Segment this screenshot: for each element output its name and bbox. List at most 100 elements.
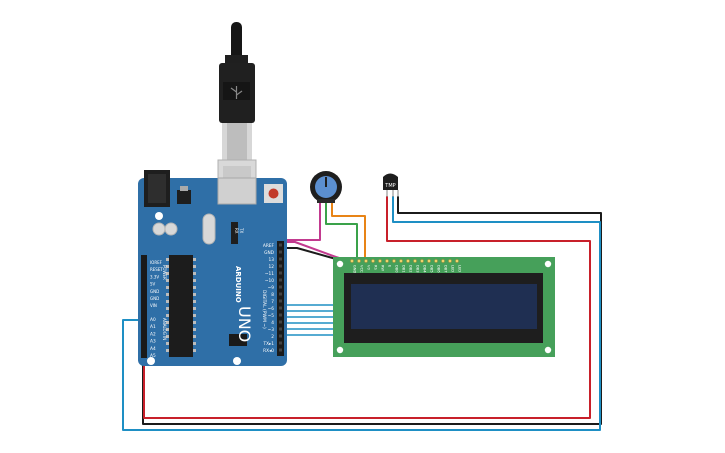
mount-hole	[233, 357, 241, 365]
chip-leg	[193, 335, 196, 338]
lcd-pin-label: RW	[380, 265, 384, 271]
chip-leg	[193, 258, 196, 261]
power-pin-label: RESET	[150, 267, 163, 272]
analog-pin-label: A4	[150, 346, 156, 352]
potentiometer[interactable]	[310, 171, 342, 203]
chip-leg	[166, 349, 169, 352]
lcd-pin-label: DB0	[394, 265, 398, 273]
wire-orange-pot-lcd[interactable]	[331, 200, 366, 262]
wire-green-pot-lcd[interactable]	[325, 200, 358, 262]
mount-hole	[147, 357, 155, 365]
lcd-pin[interactable]	[371, 259, 375, 263]
digital-pin-label: ~10	[265, 278, 274, 284]
digital-pin[interactable]	[279, 334, 282, 338]
power-pin-label: VIN	[150, 303, 157, 308]
digital-pin[interactable]	[279, 264, 282, 268]
chip-leg	[193, 272, 196, 275]
lcd-pin[interactable]	[364, 259, 368, 263]
lcd-pin-label: E	[387, 265, 391, 268]
lcd-pin-label: V0	[366, 265, 370, 270]
lcd-pin[interactable]	[448, 259, 452, 263]
digital-pin[interactable]	[279, 313, 282, 317]
chip-leg	[193, 279, 196, 282]
lcd-pin[interactable]	[357, 259, 361, 263]
lcd-mount-hole	[544, 260, 552, 268]
chip-leg	[193, 321, 196, 324]
power-pin-label: 5V	[150, 282, 156, 287]
lcd-pin[interactable]	[455, 259, 459, 263]
analog-pin-label: A2	[150, 331, 156, 337]
digital-pin[interactable]	[279, 243, 282, 247]
arduino-brand: ARDUINO	[234, 266, 242, 303]
digital-pin[interactable]	[279, 299, 282, 303]
chip-leg	[166, 272, 169, 275]
analog-pin-label: A5	[150, 353, 156, 359]
digital-pin[interactable]	[279, 257, 282, 261]
digital-pin-label: GND	[264, 250, 275, 256]
led-tx-label: TX	[239, 227, 244, 233]
power-analog-header[interactable]	[141, 255, 147, 358]
lcd-pin-label: LED	[457, 265, 461, 272]
digital-pin-label: ~5	[268, 313, 275, 319]
digital-pin-label: 8	[271, 292, 274, 298]
lcd-pin[interactable]	[350, 259, 354, 263]
lcd-pin[interactable]	[434, 259, 438, 263]
wire-blue-signal[interactable]	[122, 196, 601, 431]
digital-pin[interactable]	[279, 271, 282, 275]
sensor-label: TMP	[384, 183, 395, 189]
digital-pin[interactable]	[279, 348, 282, 352]
digital-pin[interactable]	[279, 320, 282, 324]
digital-pin-label: RX◂0	[263, 348, 274, 354]
digital-pin[interactable]	[279, 250, 282, 254]
chip-leg	[193, 314, 196, 317]
chip-leg	[166, 258, 169, 261]
analog-pin-label: A1	[150, 324, 156, 330]
lcd-pin[interactable]	[385, 259, 389, 263]
digital-pin[interactable]	[279, 292, 282, 296]
digital-pin[interactable]	[279, 306, 282, 310]
digital-pin[interactable]	[279, 341, 282, 345]
wire-red-vcc[interactable]	[143, 196, 591, 419]
chip-leg	[193, 307, 196, 310]
digital-pin[interactable]	[279, 327, 282, 331]
chip-leg	[193, 328, 196, 331]
chip-leg	[193, 293, 196, 296]
chip-leg	[166, 279, 169, 282]
digital-pin-label: AREF	[263, 243, 275, 249]
lcd-pin[interactable]	[413, 259, 417, 263]
digital-pin-label: 7	[271, 299, 274, 305]
lcd-screen	[351, 284, 537, 329]
lcd-pin[interactable]	[378, 259, 382, 263]
icsp-header	[229, 334, 247, 346]
chip-leg	[166, 286, 169, 289]
lcd-pin[interactable]	[399, 259, 403, 263]
digital-pin[interactable]	[279, 278, 282, 282]
lcd-pin[interactable]	[392, 259, 396, 263]
digital-pin-label: ~11	[265, 271, 274, 277]
lcd-pin-label: RS	[373, 265, 377, 270]
digital-pin-label: 12	[269, 264, 275, 270]
digital-header[interactable]	[277, 241, 284, 356]
lcd-pin[interactable]	[441, 259, 445, 263]
reset-button[interactable]	[264, 184, 283, 203]
lcd-mount-hole	[336, 346, 344, 354]
chip-leg	[166, 293, 169, 296]
lcd-pin[interactable]	[420, 259, 424, 263]
temperature-sensor[interactable]: TMP	[383, 173, 399, 198]
capacitor	[152, 222, 166, 236]
arduino-board[interactable]: ARDUINO UNO DIGITAL (PWM ~) POWER ANALOG…	[138, 170, 287, 366]
dc-power-jack[interactable]	[144, 170, 170, 207]
power-pin-label: GND	[150, 289, 159, 294]
lcd-pin-label: DB5	[429, 265, 433, 273]
lcd-pin[interactable]	[427, 259, 431, 263]
analog-label: ANALOG IN	[162, 318, 167, 340]
lcd-pin-label: DB6	[436, 265, 440, 273]
lcd-pin-label: VCC	[359, 265, 363, 273]
usb-port	[217, 177, 257, 205]
lcd-pin[interactable]	[406, 259, 410, 263]
digital-pin[interactable]	[279, 285, 282, 289]
